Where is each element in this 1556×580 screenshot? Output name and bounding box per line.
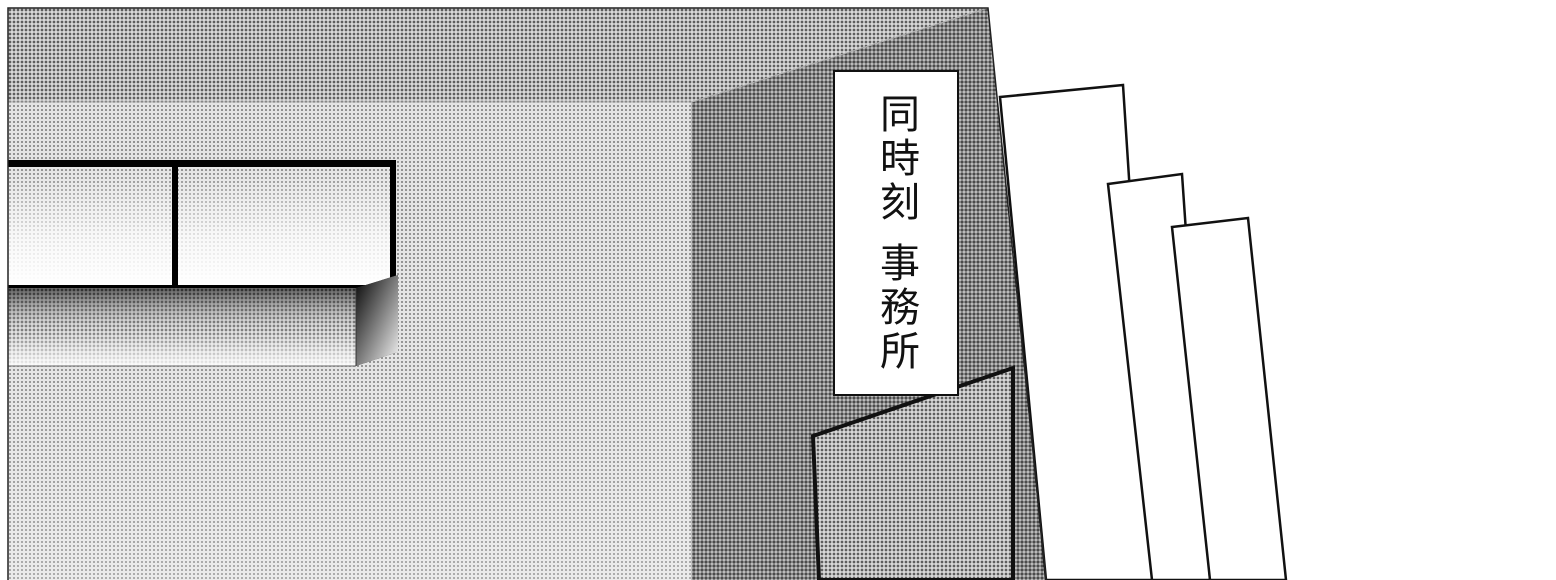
speech-panels (998, 83, 1288, 580)
location-caption-box: 同時刻 事務所 (833, 70, 959, 396)
window (8, 160, 398, 367)
speech-panel (1170, 216, 1288, 580)
ceiling (8, 8, 988, 102)
location-caption-text: 同時刻 事務所 (873, 92, 919, 374)
